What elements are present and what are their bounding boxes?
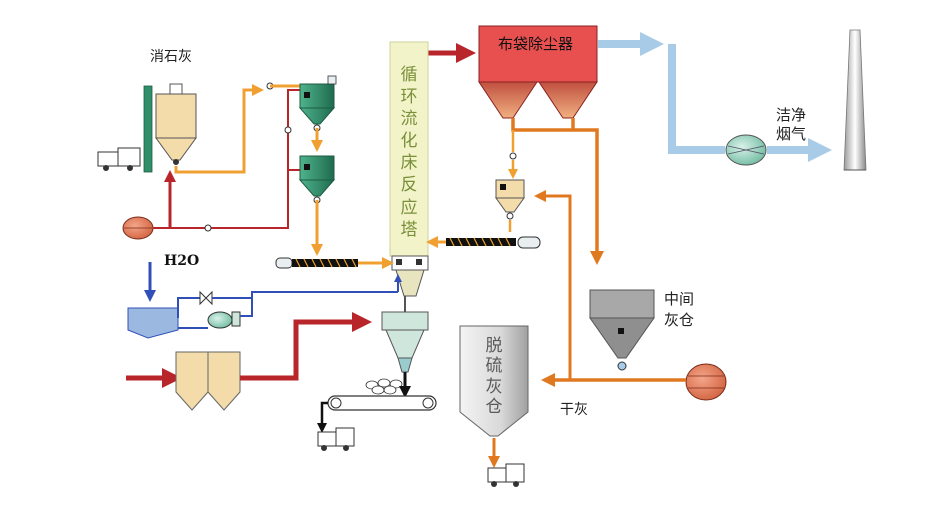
chimney-icon xyxy=(843,29,867,171)
truck-icon xyxy=(317,427,355,451)
fan-icon xyxy=(122,216,154,240)
bag-filter-label: 布袋除尘器 xyxy=(498,35,574,53)
intermediate-silo xyxy=(589,289,655,359)
clean-gas-label-2: 烟气 xyxy=(776,125,807,143)
lime-silo-upper xyxy=(298,75,337,125)
belt-conveyor-icon xyxy=(327,395,437,411)
fan-icon xyxy=(725,134,767,166)
water-label: H2O xyxy=(164,253,200,269)
reactor-tower xyxy=(389,41,429,297)
valve-icon xyxy=(199,290,213,306)
lime-transport-line xyxy=(174,84,264,174)
water-to-reactor xyxy=(212,291,398,299)
ash-pile xyxy=(365,378,403,395)
ash-to-intermediate-silo xyxy=(511,118,604,265)
bag-filter xyxy=(478,25,598,119)
recirculation-silo xyxy=(495,179,525,213)
clean-gas-label-1: 洁净 xyxy=(776,106,807,124)
fan-icon xyxy=(685,363,727,401)
screw-conveyor-icon xyxy=(446,236,541,249)
desulfurization-silo-label: 脱硫灰仓 xyxy=(485,336,503,418)
dry-ash-recirculation xyxy=(534,190,572,380)
water-line xyxy=(177,297,200,318)
lime-silo-lower xyxy=(298,155,336,197)
clean-gas-lines xyxy=(598,32,832,162)
water-tank xyxy=(127,307,179,339)
desulfurization-ash-silo xyxy=(459,325,529,437)
air-line-upper xyxy=(153,89,300,229)
screw-conveyor-icon xyxy=(275,257,358,269)
slaked-lime-label: 消石灰 xyxy=(150,49,192,65)
cyclone-separator xyxy=(381,296,429,373)
truck-icon xyxy=(97,147,141,171)
ash-to-truck-arrow xyxy=(317,401,328,433)
precipitator xyxy=(175,351,241,411)
flue-gas-to-reactor xyxy=(240,312,372,381)
dry-ash-label: 干灰 xyxy=(560,402,588,418)
truck-icon xyxy=(487,463,525,487)
intermediate-silo-label-1: 中间 xyxy=(664,290,695,308)
pump-icon xyxy=(207,311,241,329)
reactor-tower-label: 循环流化床反应塔 xyxy=(400,65,418,240)
lime-silo xyxy=(143,83,197,173)
intermediate-silo-label-2: 灰仓 xyxy=(664,311,695,329)
